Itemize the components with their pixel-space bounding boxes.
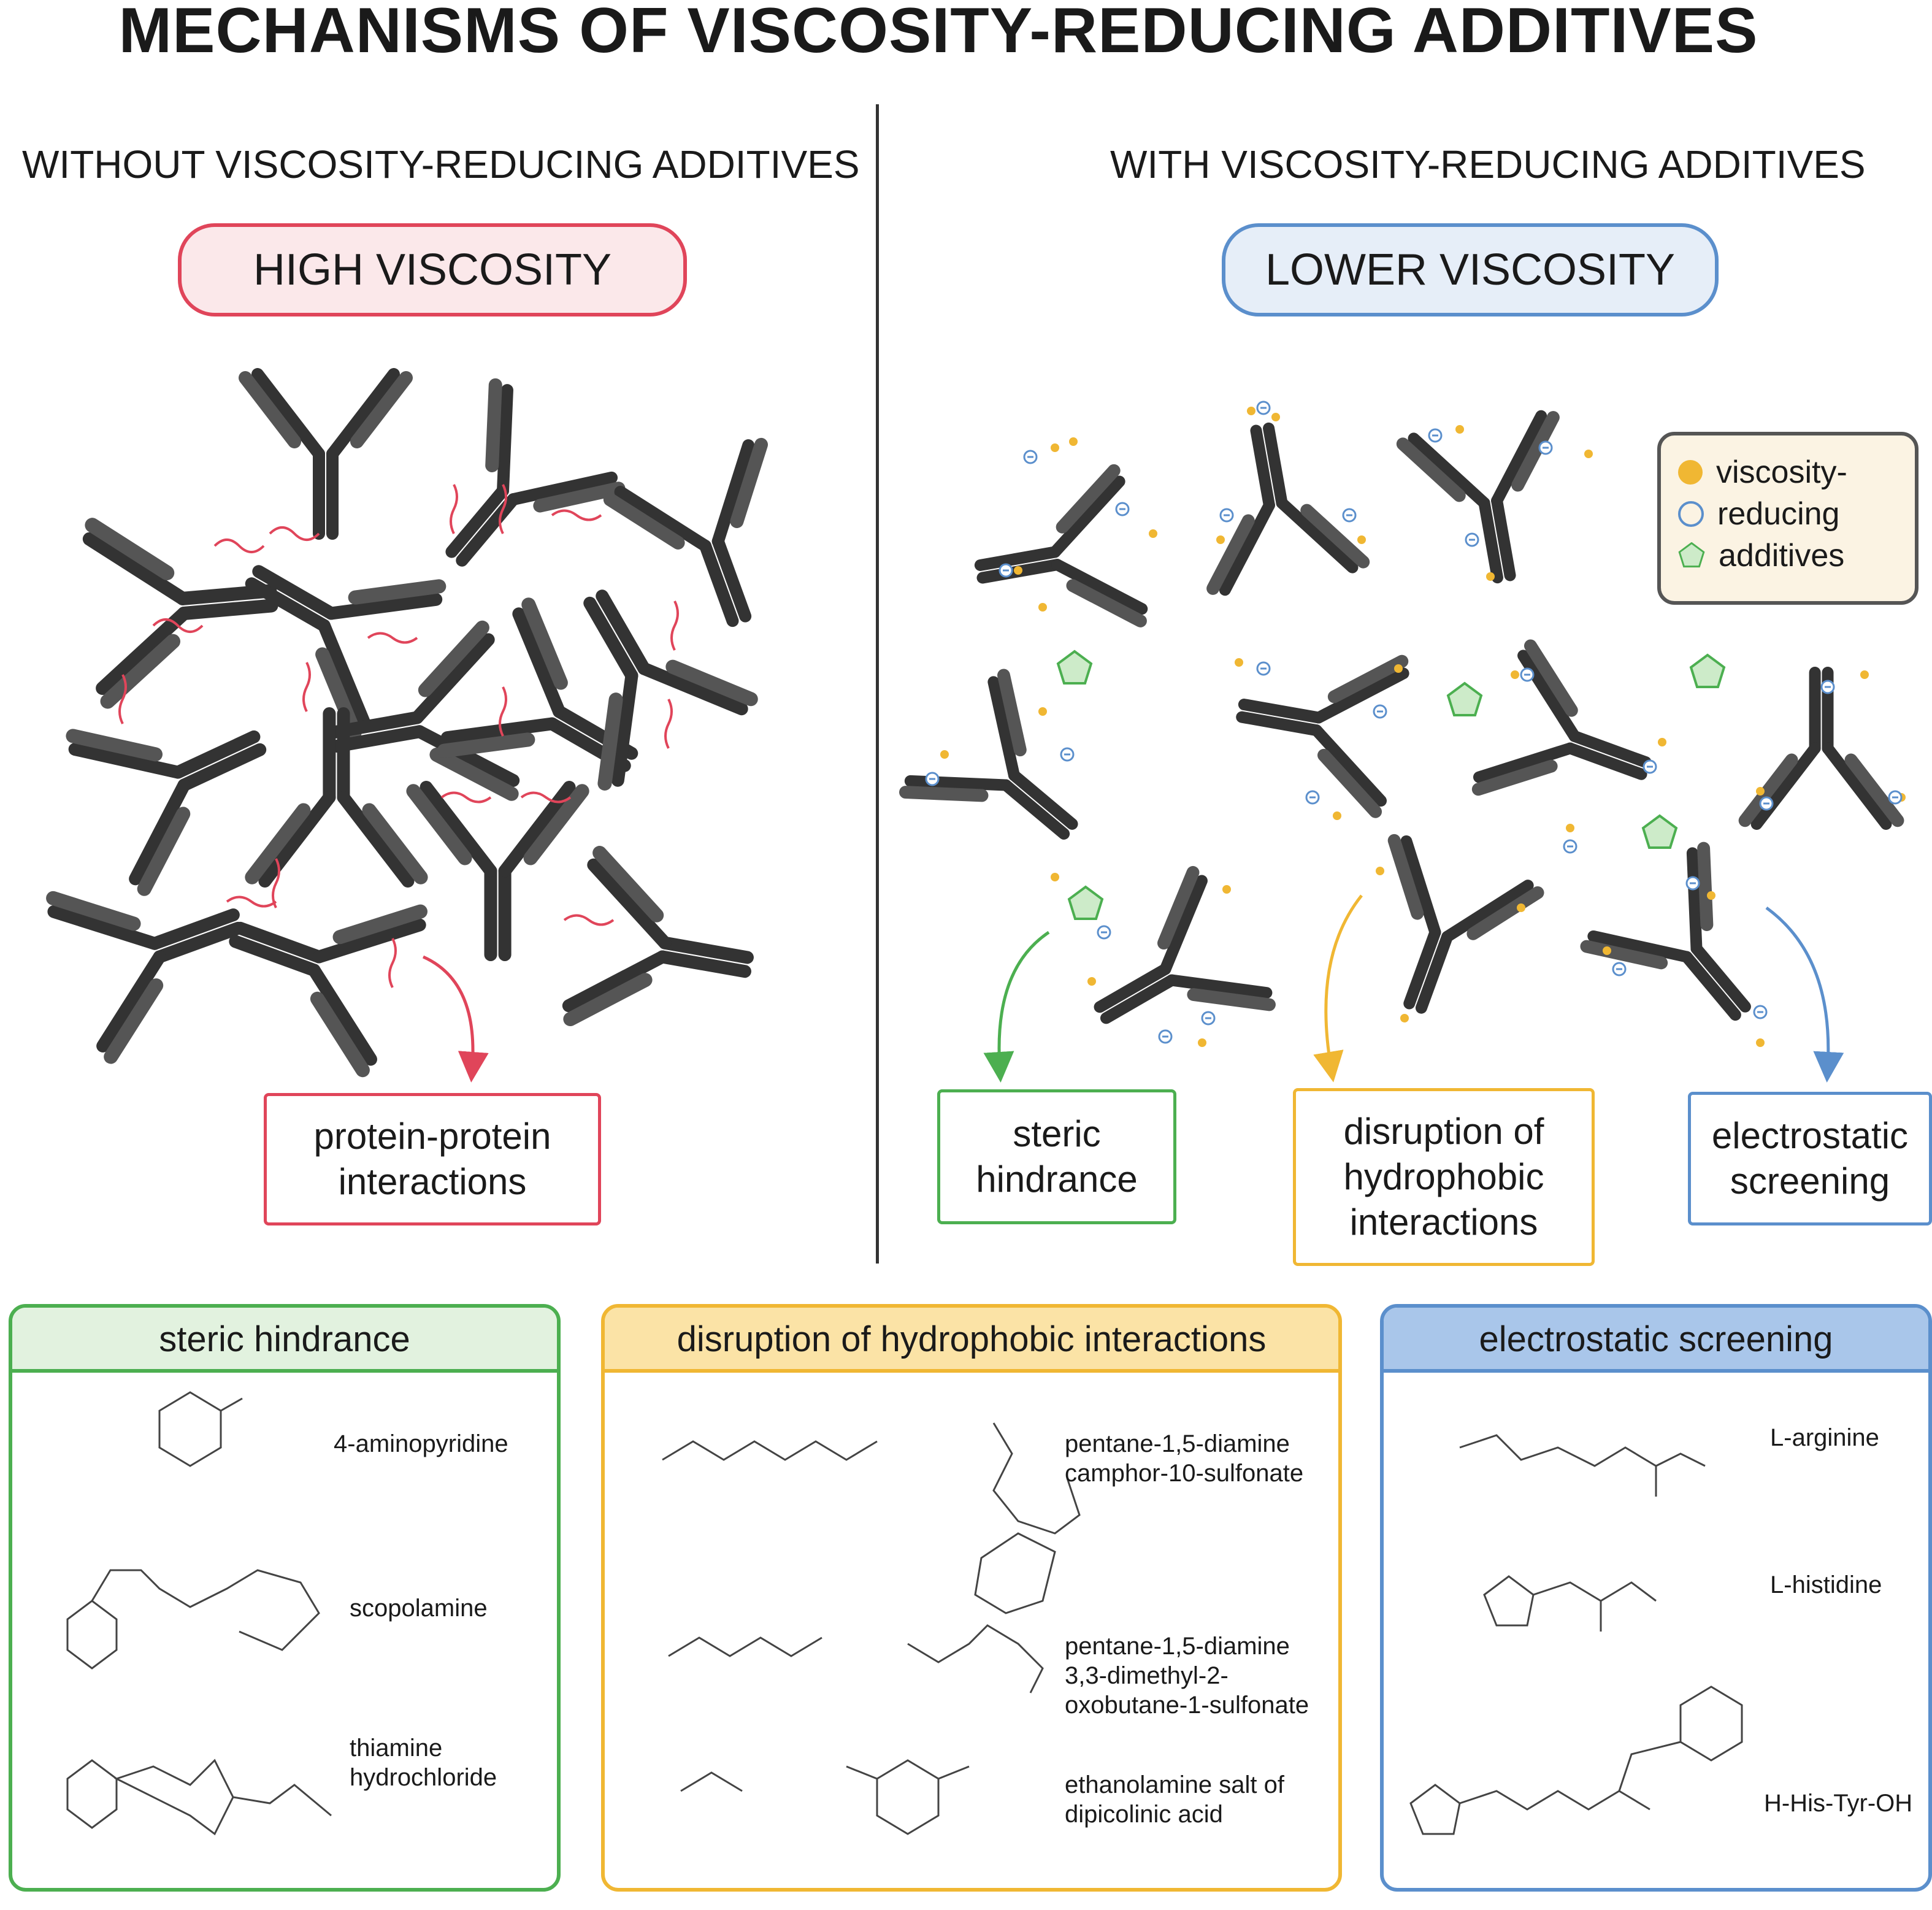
- panel-title: electrostatic screening: [1384, 1308, 1928, 1373]
- molecule-label: H-His-Tyr-OH: [1764, 1790, 1913, 1817]
- legend-line-1: viscosity-: [1716, 454, 1847, 490]
- figure-title: MECHANISMS OF VISCOSITY-REDUCING ADDITIV…: [118, 0, 1758, 66]
- center-divider: [876, 104, 879, 1264]
- callout-line: screening: [1730, 1160, 1890, 1202]
- legend-line-2: reducing: [1717, 496, 1840, 532]
- additive-sun-icon: [1678, 460, 1703, 485]
- hydrophobic-panel: disruption of hydrophobic interactions: [601, 1304, 1342, 1892]
- protein-protein-callout: protein-protein interactions: [264, 1093, 601, 1225]
- minus-charge-icon: [1678, 501, 1704, 527]
- arrow-icon: [1313, 894, 1363, 1083]
- callout-line: hydrophobic: [1343, 1156, 1544, 1197]
- callout-line: steric: [1013, 1113, 1101, 1154]
- high-viscosity-pill: HIGH VISCOSITY: [178, 223, 687, 316]
- callout-line: interactions: [1349, 1202, 1538, 1243]
- electrostatic-callout: electrostatic screening: [1688, 1092, 1932, 1225]
- arrow-icon: [1765, 906, 1844, 1083]
- interaction-squiggles: [118, 484, 679, 988]
- molecule-label: L-arginine: [1770, 1424, 1879, 1451]
- panel-title: steric hindrance: [12, 1308, 557, 1373]
- panel-title: disruption of hydrophobic interactions: [605, 1308, 1338, 1373]
- left-subtitle: WITHOUT VISCOSITY-REDUCING ADDITIVES: [22, 142, 860, 186]
- pentagon-additives: [1057, 650, 1725, 920]
- lower-viscosity-pill: LOWER VISCOSITY: [1222, 223, 1719, 316]
- left-antibody-cluster: [50, 374, 815, 1072]
- steric-callout: steric hindrance: [937, 1089, 1176, 1224]
- callout-line: protein-protein: [313, 1116, 551, 1157]
- hydrophobic-callout: disruption of hydrophobic interactions: [1293, 1088, 1595, 1266]
- callout-line: disruption of: [1343, 1111, 1544, 1152]
- molecule-label: ethanolamine salt of dipicolinic acid: [1065, 1771, 1285, 1828]
- molecule-label: 4-aminopyridine: [334, 1430, 508, 1457]
- molecule-label: thiamine hydrochloride: [350, 1735, 497, 1791]
- arrow-icon: [983, 930, 1050, 1083]
- right-subtitle: WITH VISCOSITY-REDUCING ADDITIVES: [1110, 142, 1866, 186]
- callout-line: hindrance: [976, 1159, 1138, 1200]
- pentagon-icon: [1678, 542, 1705, 568]
- arrow-icon: [422, 955, 489, 1083]
- molecule-label: pentane-1,5-diamine 3,3-dimethyl-2- oxob…: [1065, 1633, 1309, 1719]
- callout-line: electrostatic: [1711, 1115, 1909, 1156]
- legend-box: viscosity- reducing additives: [1657, 432, 1919, 605]
- legend-line-3: additives: [1719, 538, 1845, 573]
- molecule-label: L-histidine: [1770, 1571, 1882, 1598]
- callout-line: interactions: [338, 1161, 527, 1202]
- molecule-label: scopolamine: [350, 1595, 488, 1622]
- molecule-label: pentane-1,5-diamine camphor-10-sulfonate: [1065, 1430, 1304, 1487]
